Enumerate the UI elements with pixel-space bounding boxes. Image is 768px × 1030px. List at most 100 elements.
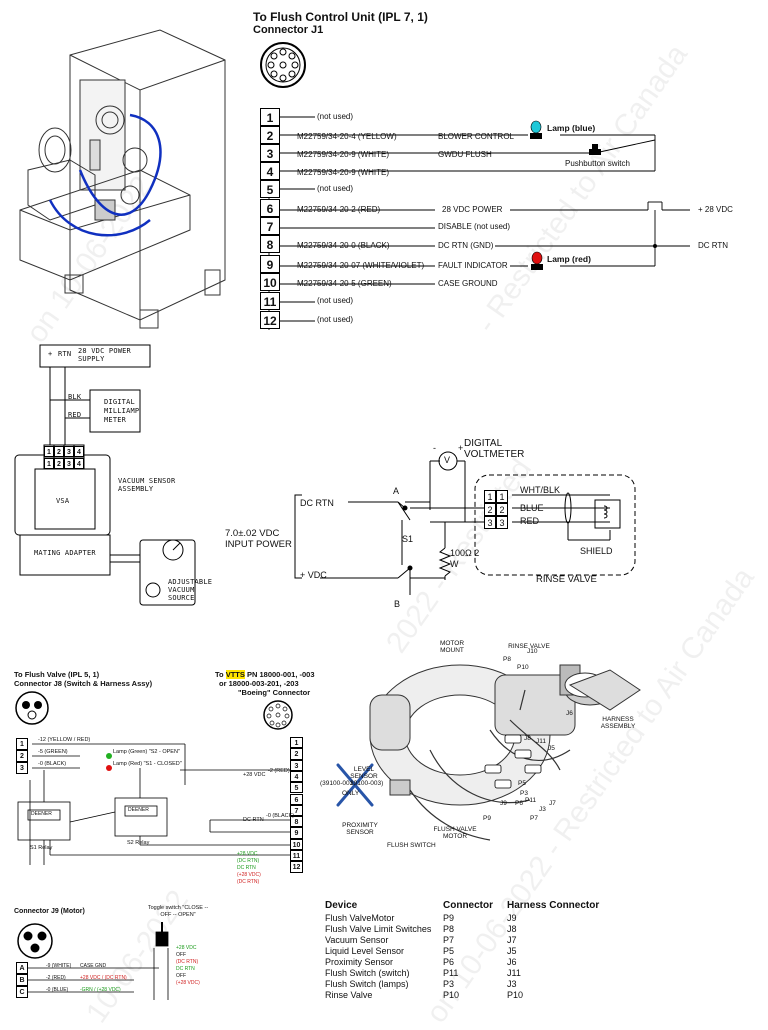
- j1-pin-10: 10: [260, 273, 280, 291]
- dc-rtn-label: DC RTN: [698, 241, 729, 250]
- j9-sig-a: CASE GND: [80, 963, 107, 969]
- j8-pin-2: 2: [16, 750, 28, 762]
- device-table-cell: Flush ValveMotor: [325, 913, 395, 923]
- j1-wire-12: (not used): [317, 315, 354, 324]
- toggle-lbl-6: (+28 VDC): [176, 980, 200, 986]
- j1-pin-8: 8: [260, 235, 280, 253]
- vtts-pin-2: 2: [290, 748, 303, 760]
- j1-signal-9: FAULT INDICATOR: [438, 261, 508, 270]
- valve-label-21: 39100-003): [350, 780, 384, 787]
- voltmeter-label: DIGITAL VOLTMETER: [464, 438, 525, 460]
- device-table-cell: Flush Switch (lamps): [325, 979, 409, 989]
- j9-pin-B: B: [16, 974, 28, 986]
- device-table-cell: Flush Switch (switch): [325, 968, 410, 978]
- lamp-blue-label: Lamp (blue): [547, 123, 596, 133]
- valve-label-13: P11: [525, 797, 537, 804]
- rinse-wire-2: BLUE: [520, 503, 544, 513]
- device-connector-table: Device Connector Harness Connector Flush…: [325, 900, 605, 1001]
- pushbutton-label: Pushbutton switch: [565, 159, 630, 168]
- j8-28vdc-label: +28 VDC: [243, 772, 266, 778]
- device-table-cell: P11: [443, 968, 459, 978]
- vtts-prefix: To: [215, 670, 224, 679]
- red-wire-label: RED: [68, 411, 82, 419]
- device-table-cell: J3: [507, 979, 517, 989]
- resistor-label: 100Ω 2 W: [450, 548, 480, 569]
- valve-label-23: PROXIMITY SENSOR: [342, 822, 378, 836]
- j8-wire-2: -5 (GREEN): [38, 749, 68, 755]
- toggle-switch-icon: [153, 922, 169, 1000]
- valve-label-3: P8: [503, 656, 511, 663]
- supply-rtn: RTN: [58, 350, 72, 358]
- device-table-cell: J11: [507, 968, 521, 978]
- j1-wire-5: (not used): [317, 184, 354, 193]
- rinse-pin-3: 3: [496, 516, 508, 529]
- j9-sig-b: +28 VDC / (DC RTN): [80, 975, 127, 981]
- j1-pin-4: 4: [260, 162, 280, 180]
- vtts-pin-1: 1: [290, 737, 303, 749]
- j1-signal-8: DC RTN (GND): [438, 241, 494, 250]
- vsa-pin-4: 4: [74, 458, 84, 469]
- device-table-cell: J7: [507, 935, 517, 945]
- j9-wire-c: -0 (BLUE): [46, 987, 69, 993]
- j8-connector-face: [15, 691, 49, 725]
- toggle-lbl-2: OFF: [176, 952, 186, 958]
- valve-label-24: FLUSH VALVE MOTOR: [433, 826, 477, 840]
- valve-label-6: HARNESS ASSEMBLY: [600, 716, 636, 730]
- valve-label-20: (39100-001,: [320, 780, 356, 787]
- vsa-pin-2: 2: [54, 458, 64, 469]
- vtts-pin-10: 10: [290, 838, 303, 850]
- th-device: Device: [325, 900, 358, 911]
- j1-wire-9: M22759/34-20-07 (WHITE/VIOLET): [297, 261, 425, 270]
- mini-label-5: (DC RTN): [237, 879, 260, 885]
- voltmeter-plus: +: [458, 443, 464, 453]
- vsa-pin-3: 3: [64, 458, 74, 469]
- device-table-cell: P5: [443, 946, 455, 956]
- lamp-blue-icon: [530, 120, 542, 139]
- mini-label-4: (+28 VDC): [237, 872, 261, 878]
- rinse-pin-3: 3: [484, 516, 496, 529]
- s1-relay-inner: DEENER: [31, 811, 52, 817]
- j8-pin-3: 3: [16, 762, 28, 774]
- vtts-highlight: VTTS: [225, 670, 245, 679]
- test-cabinet-illustration: [19, 29, 226, 329]
- toggle-lbl-4: DC RTN: [176, 966, 195, 972]
- valve-label-4: P10: [517, 664, 529, 671]
- j1-wire-10: M22759/34-20-5 (GREEN): [297, 279, 392, 288]
- supply-plus: +: [48, 350, 53, 358]
- valve-label-16: P7: [530, 815, 538, 822]
- vtts-pin-12: 12: [290, 861, 303, 873]
- device-table-cell: Rinse Valve: [325, 990, 373, 1000]
- valve-label-9: P3: [520, 790, 528, 797]
- voltmeter-minus: -: [433, 443, 436, 453]
- device-table-cell: P9: [443, 913, 455, 923]
- j1-signal-6: 28 VDC POWER: [442, 205, 503, 214]
- j8-dcrtn-label: DC RTN: [243, 817, 264, 823]
- s1-relay-label: S1 Relay: [30, 845, 53, 851]
- j1-wire-1: (not used): [317, 112, 354, 121]
- toggle-lbl-3: (DC RTN): [176, 959, 199, 965]
- flush-valve-assembly-illustration: [336, 664, 641, 841]
- j8-wire-1: -12 (YELLOW / RED): [38, 737, 91, 743]
- j1-pin-7: 7: [260, 217, 280, 235]
- milliamp-meter-label: DIGITAL MILLIAMP METER: [104, 398, 140, 424]
- vsa-assembly-label: VACUUM SENSOR ASSEMBLY: [118, 477, 176, 493]
- vtts-line1: To VTTS PN 18000-001, -003: [215, 670, 315, 679]
- rinse-wire-3: RED: [520, 516, 540, 526]
- vtts-pin-8: 8: [290, 816, 303, 828]
- device-table-cell: P10: [443, 990, 460, 1000]
- device-table-cell: Proximity Sensor: [325, 957, 394, 967]
- toggle-lbl-1: +28 VDC: [176, 945, 197, 951]
- vtts-pin-6: 6: [290, 793, 303, 805]
- device-table-cell: J5: [507, 946, 517, 956]
- vsa-pin-3: 3: [64, 446, 74, 457]
- vsa-pin-1: 1: [44, 458, 54, 469]
- j8-subtitle: Connector J8 (Switch & Harness Assy): [14, 679, 153, 688]
- mini-label-3: DC RTN: [237, 865, 256, 871]
- blk-wire-label: BLK: [68, 393, 82, 401]
- j8-wire-3: -0 (BLACK): [38, 761, 67, 767]
